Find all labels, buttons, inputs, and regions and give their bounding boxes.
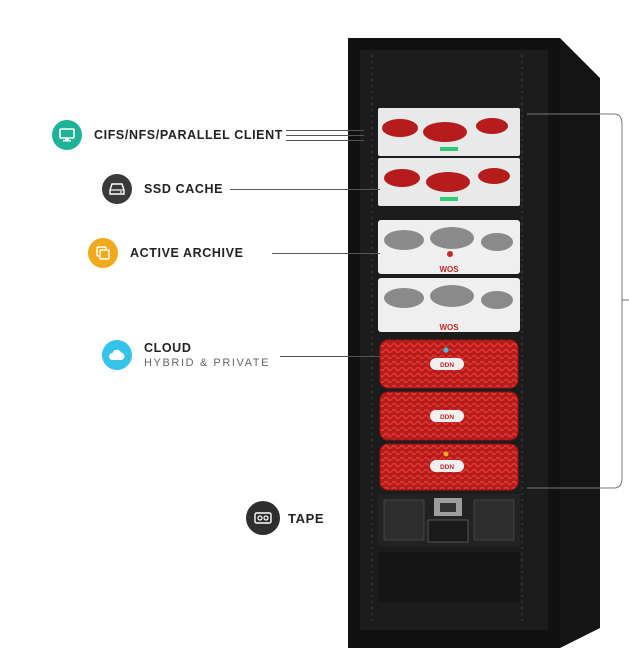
ssd-unit-2	[378, 158, 520, 206]
tape-label: TAPE	[288, 510, 325, 526]
client-label-group: CIFS/NFS/PARALLEL CLIENT	[52, 120, 283, 150]
monitor-icon	[52, 120, 82, 150]
tier-bracket	[527, 113, 623, 489]
tape-icon	[246, 501, 280, 535]
ddn-unit-2	[379, 391, 519, 441]
archive-label-group: ACTIVE ARCHIVE	[88, 238, 244, 268]
ddn-unit-3	[379, 443, 519, 491]
client-label: CIFS/NFS/PARALLEL CLIENT	[94, 128, 283, 142]
archive-label: ACTIVE ARCHIVE	[130, 246, 244, 260]
client-connector-line-1	[286, 130, 364, 131]
ssd-label: SSD CACHE	[144, 182, 224, 196]
cloud-sublabel: HYBRID & PRIVATE	[144, 357, 271, 369]
rack-side-panel	[560, 38, 600, 648]
cloud-icon	[102, 340, 132, 370]
cloud-connector-line	[280, 356, 380, 357]
archive-connector-line	[272, 253, 380, 254]
wos-unit-1	[378, 220, 520, 274]
tape-label-group: TAPE	[246, 501, 324, 535]
ddn-unit-1	[379, 339, 519, 389]
client-connector-line-3	[286, 140, 364, 141]
ddn-logo-3: DDN	[440, 464, 454, 471]
client-connector-line-2	[286, 135, 364, 136]
ssd-connector-line	[230, 189, 380, 190]
ssd-label-group: SSD CACHE	[102, 174, 223, 204]
tape-library-unit	[378, 494, 520, 546]
ssd-unit-1	[378, 108, 520, 156]
cloud-label-group: CLOUD HYBRID & PRIVATE	[102, 340, 270, 370]
rack-blank-panel	[378, 552, 520, 602]
ddn-logo-1: DDN	[440, 362, 454, 369]
cloud-label: CLOUD	[144, 341, 192, 355]
drive-icon	[102, 174, 132, 204]
wos-logo-1: WOS	[439, 265, 459, 274]
folders-icon	[88, 238, 118, 268]
ddn-logo-2: DDN	[440, 414, 454, 421]
wos-logo-2: WOS	[439, 323, 459, 332]
wos-unit-2	[378, 278, 520, 332]
